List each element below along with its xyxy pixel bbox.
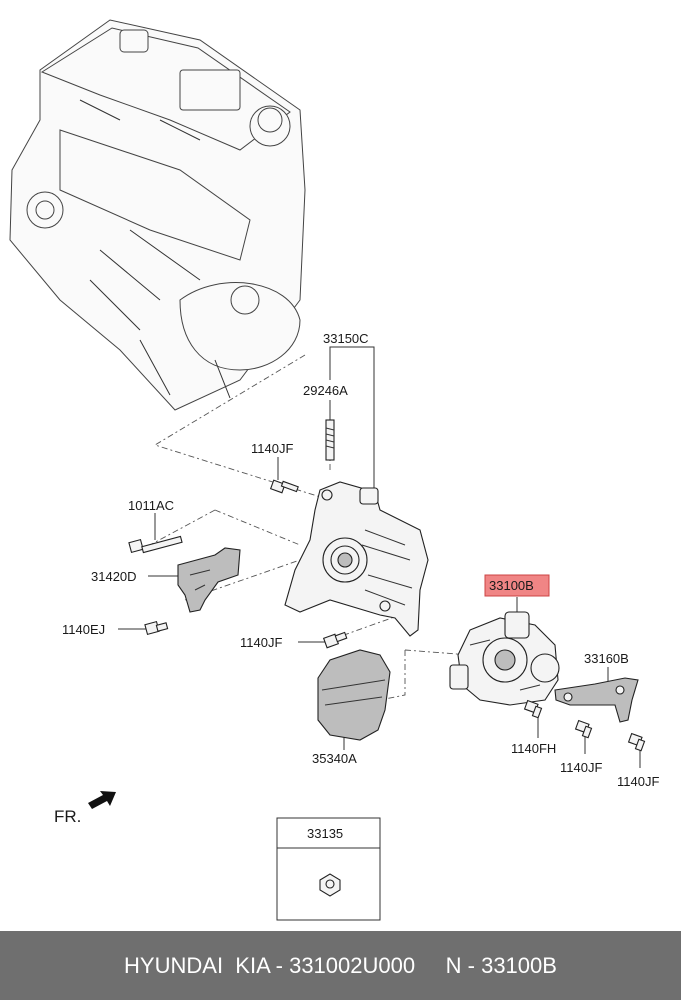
bracket-31420d	[177, 547, 241, 613]
pump-housing-33150c	[284, 481, 429, 637]
callout-33135: 33135	[307, 826, 343, 841]
part-number-footer: HYUNDAI KIA - 331002U000 N - 33100B	[0, 931, 681, 1000]
bolt-1140jf-low	[574, 719, 593, 739]
callout-33150c: 33150C	[323, 331, 369, 346]
bolt-1140jf-mid	[322, 631, 348, 649]
bracket-33160b	[554, 677, 639, 723]
callout-33100b: 33100B	[489, 578, 534, 593]
inset-box-33135	[276, 817, 381, 921]
vacuum-pump-33100b	[449, 611, 560, 706]
front-direction-label: FR.	[54, 807, 81, 826]
bolt-1011ac	[128, 535, 183, 554]
bolt-1140fh	[523, 699, 543, 719]
callout-1140jf-top: 1140JF	[251, 441, 293, 456]
callout-1011ac: 1011AC	[128, 498, 174, 513]
leader-lines	[118, 346, 641, 768]
callout-1140fh: 1140FH	[511, 741, 556, 756]
engine-block-illustration	[9, 19, 306, 411]
callout-31420d: 31420D	[91, 569, 137, 584]
highlight-box-33100b	[484, 574, 550, 597]
callout-1140jf-right: 1140JF	[617, 774, 659, 789]
insulator-35340a	[317, 649, 391, 741]
callout-1140ej: 1140EJ	[62, 622, 105, 637]
stud-29246a	[325, 419, 335, 461]
footer-part-number-text: HYUNDAI KIA - 331002U000 N - 33100B	[124, 953, 557, 978]
bolt-1140jf-right	[627, 732, 646, 752]
callout-29246a: 29246A	[303, 383, 348, 398]
bolt-1140jf-top	[269, 479, 299, 494]
exploded-parts-diagram: 33150C 29246A 1140JF 1011AC 31420D 1140E…	[9, 19, 659, 921]
callout-1140jf-mid: 1140JF	[240, 635, 282, 650]
callout-1140jf-low: 1140JF	[560, 760, 602, 775]
callout-33160b: 33160B	[584, 651, 629, 666]
bolt-1140ej	[144, 620, 169, 636]
callout-35340a: 35340A	[312, 751, 357, 766]
front-direction-arrow-icon	[88, 791, 116, 809]
